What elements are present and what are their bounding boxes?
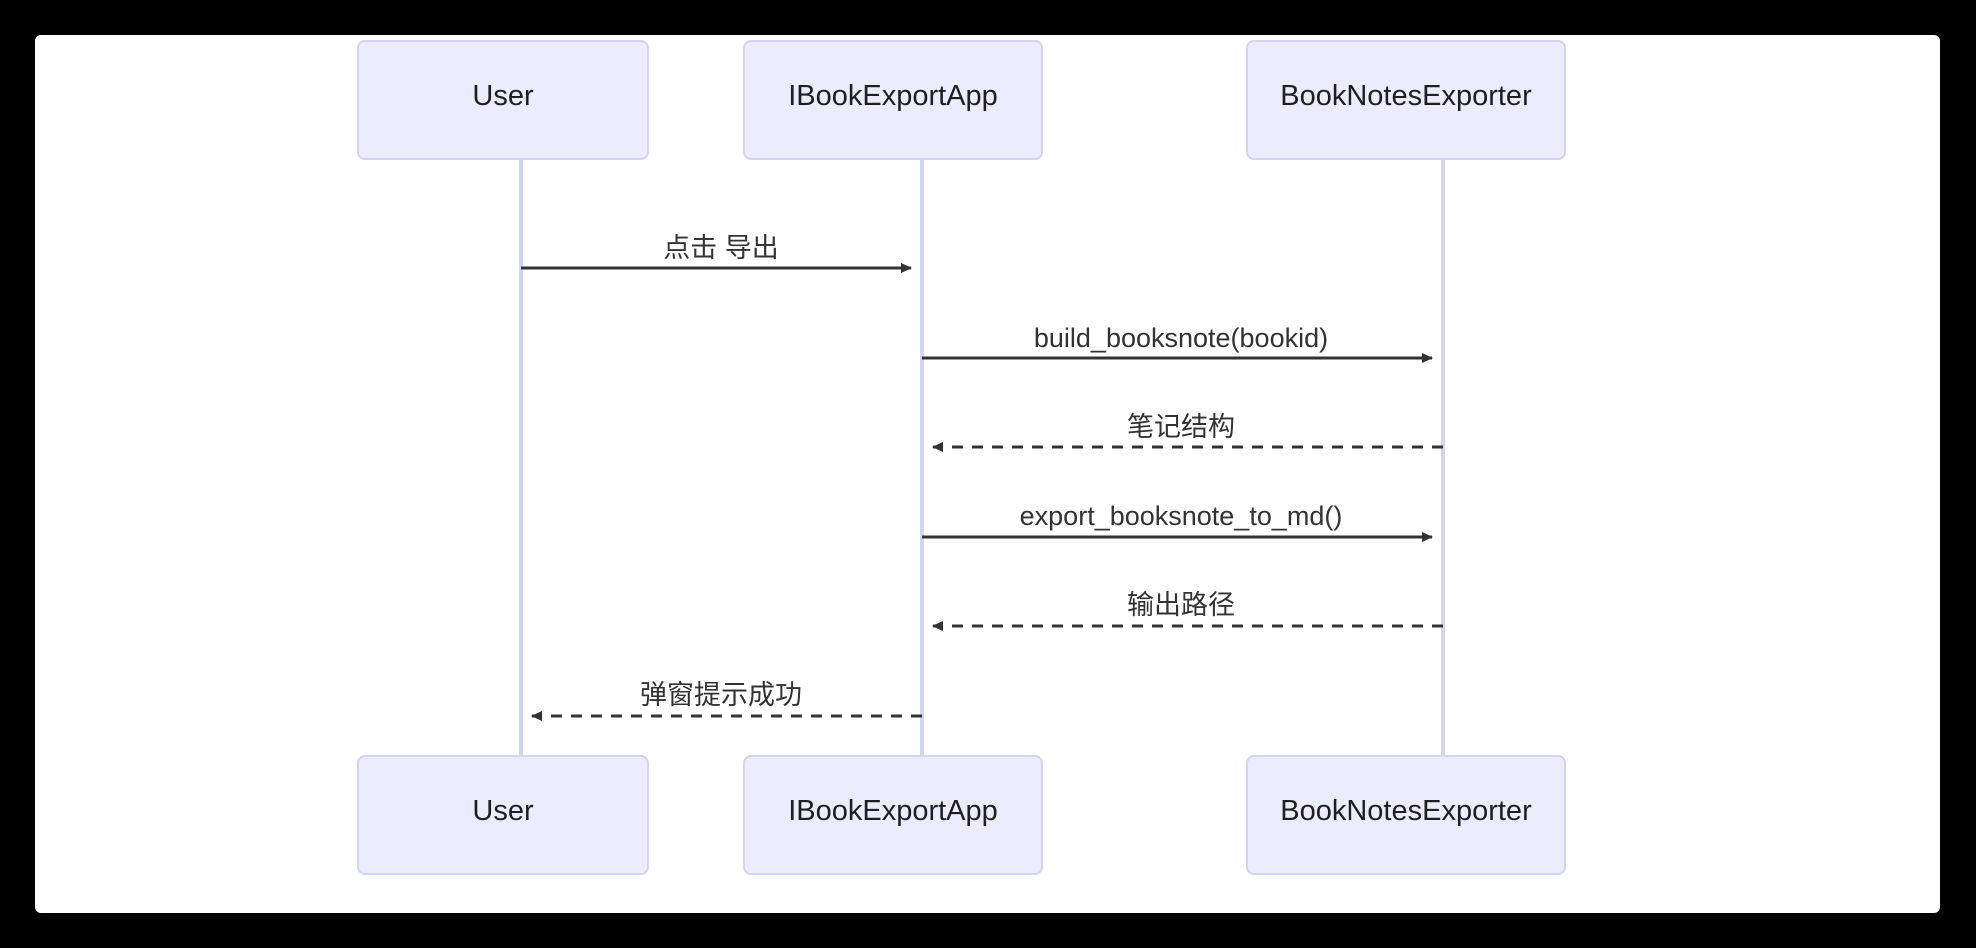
message-label-2: build_booksnote(bookid) [1033, 323, 1329, 353]
lifeline-ibookexportapp [920, 160, 924, 755]
actor-label-user-top: User [472, 80, 534, 112]
lifeline-user [519, 160, 523, 755]
actor-label-user-bottom: User [472, 795, 534, 827]
actor-label-ibookexportapp-bottom: IBookExportApp [788, 795, 998, 827]
actor-box-ibookexportapp-top[interactable]: IBookExportApp [743, 40, 1043, 160]
actor-box-booknotesexporter-bottom[interactable]: BookNotesExporter [1246, 755, 1566, 875]
actor-box-user-top[interactable]: User [357, 40, 649, 160]
message-label-1: 点击 导出 [663, 233, 779, 263]
message-label-5: 输出路径 [1127, 590, 1235, 620]
lifeline-booknotesexporter [1441, 160, 1445, 755]
actor-box-booknotesexporter-top[interactable]: BookNotesExporter [1246, 40, 1566, 160]
message-label-4: export_booksnote_to_md() [1019, 501, 1343, 531]
message-label-6: 弹窗提示成功 [640, 680, 802, 710]
actor-label-ibookexportapp-top: IBookExportApp [788, 80, 998, 112]
actor-label-booknotesexporter-top: BookNotesExporter [1280, 80, 1532, 112]
actor-box-ibookexportapp-bottom[interactable]: IBookExportApp [743, 755, 1043, 875]
diagram-canvas: User IBookExportApp BookNotesExporter Us… [35, 35, 1940, 913]
actor-box-user-bottom[interactable]: User [357, 755, 649, 875]
sequence-diagram: User IBookExportApp BookNotesExporter Us… [35, 35, 1940, 913]
message-label-3: 笔记结构 [1127, 412, 1235, 442]
actor-label-booknotesexporter-bottom: BookNotesExporter [1280, 795, 1532, 827]
